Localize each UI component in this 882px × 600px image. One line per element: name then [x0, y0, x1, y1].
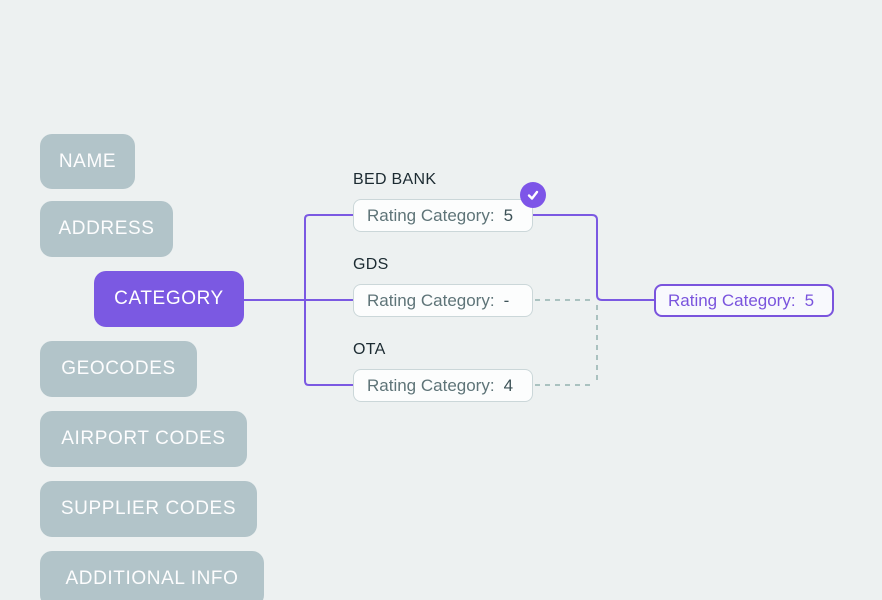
attribute-chip-category-active[interactable]: CATEGORY	[94, 271, 244, 327]
selected-badge	[520, 182, 546, 208]
attribute-chip-label: CATEGORY	[114, 288, 224, 309]
source-label-ota: OTA	[353, 341, 386, 358]
field-label: Rating Category:	[367, 205, 495, 225]
source-node-gds[interactable]: Rating Category: -	[353, 284, 533, 317]
source-label-gds: GDS	[353, 256, 389, 273]
connector-branch	[304, 214, 353, 386]
field-value: 4	[503, 375, 514, 395]
field-label: Rating Category:	[367, 375, 495, 395]
check-icon	[527, 190, 539, 200]
result-field-value: 5	[804, 290, 815, 310]
attribute-chip-label: ADDRESS	[58, 218, 155, 239]
attribute-chip-label: AIRPORT CODES	[61, 428, 226, 449]
field-value: -	[503, 290, 510, 310]
result-node: Rating Category: 5	[654, 284, 834, 317]
result-field-label: Rating Category:	[668, 290, 796, 310]
field-label: Rating Category:	[367, 290, 495, 310]
attribute-chip-label: SUPPLIER CODES	[60, 498, 237, 519]
attribute-chip-geocodes[interactable]: GEOCODES	[40, 341, 197, 397]
source-node-ota[interactable]: Rating Category: 4	[353, 369, 533, 402]
attribute-chip-supplier-codes[interactable]: SUPPLIER CODES	[40, 481, 257, 537]
connector-selected-path	[533, 214, 654, 301]
attribute-chip-label: ADDITIONAL INFO	[65, 568, 239, 589]
attribute-chip-label: GEOCODES	[61, 358, 176, 379]
source-label-bed-bank: BED BANK	[353, 171, 437, 188]
field-value: 5	[503, 205, 514, 225]
attribute-chip-airport-codes[interactable]: AIRPORT CODES	[40, 411, 247, 467]
attribute-chip-address[interactable]: ADDRESS	[40, 201, 173, 257]
attribute-chip-label: NAME	[58, 150, 117, 172]
source-node-bed-bank[interactable]: Rating Category: 5	[353, 199, 533, 232]
attribute-chip-additional-info[interactable]: ADDITIONAL INFO	[40, 551, 264, 600]
attribute-chip-name[interactable]: NAME	[40, 134, 135, 189]
